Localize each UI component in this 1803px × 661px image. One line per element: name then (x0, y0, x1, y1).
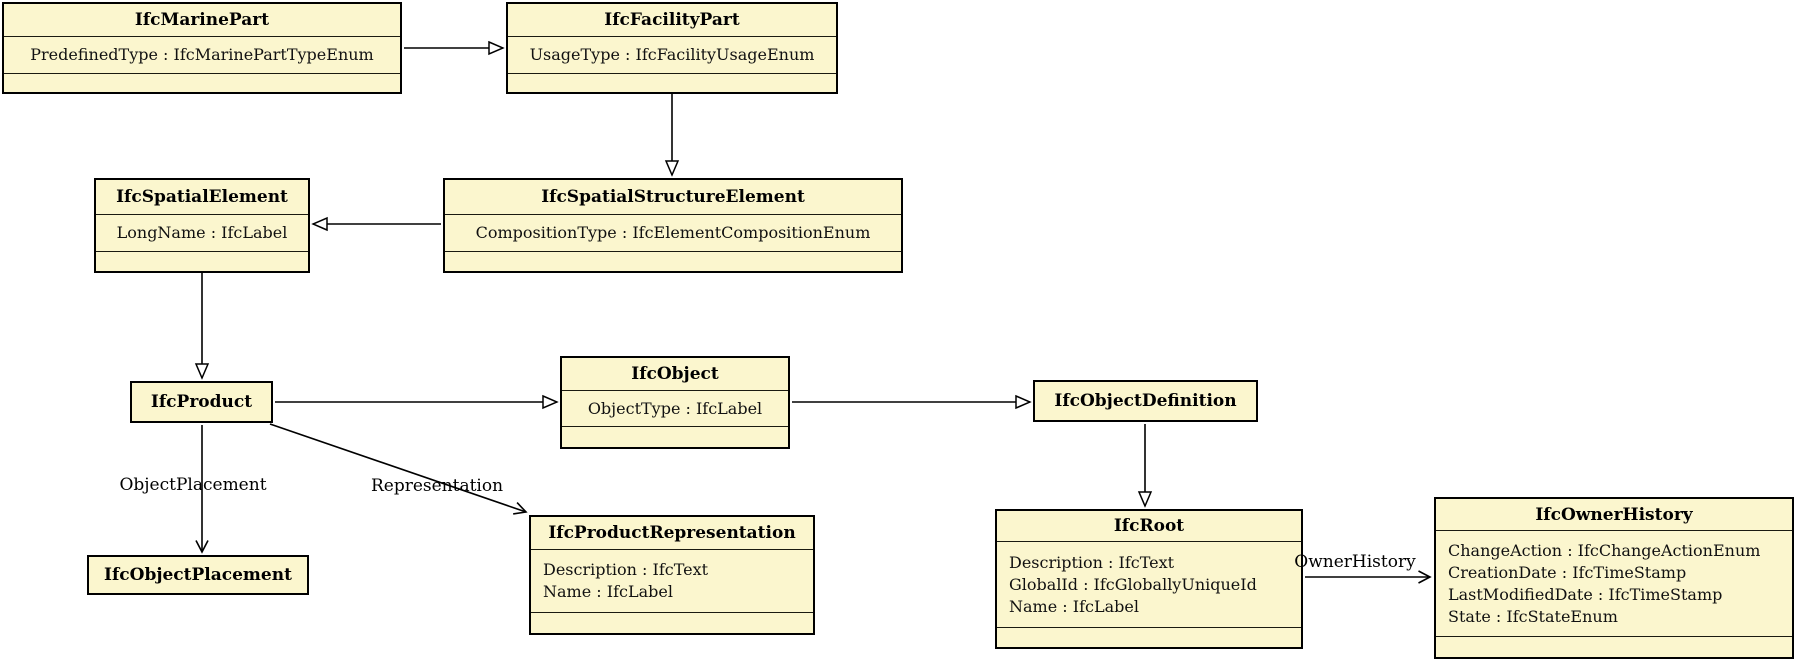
class-title: IfcOwnerHistory (1535, 504, 1693, 525)
class-title: IfcObjectDefinition (1054, 391, 1237, 411)
class-title: IfcFacilityPart (604, 10, 740, 30)
edge-label-representation: Representation (370, 476, 504, 496)
class-operations-compartment (96, 251, 308, 271)
edge-label-ownerhistory: OwnerHistory (1294, 552, 1416, 572)
class-operations-compartment (445, 251, 901, 271)
class-title: IfcMarinePart (134, 10, 270, 30)
class-ifcspatialelement: IfcSpatialElement LongName : IfcLabel (94, 178, 310, 273)
class-ifcspatialstructureelement: IfcSpatialStructureElement CompositionTy… (443, 178, 903, 273)
class-attribute: Name : IfcLabel (543, 582, 673, 601)
class-attribute: Description : IfcText (543, 560, 709, 579)
class-title: IfcObjectPlacement (104, 565, 292, 585)
edge-label-objectplacement: ObjectPlacement (119, 475, 267, 495)
class-ifcownerhistory: IfcOwnerHistory ChangeAction : IfcChange… (1434, 497, 1794, 659)
class-attributes: CompositionType : IfcElementCompositionE… (445, 214, 901, 251)
class-title: IfcObject (631, 364, 719, 384)
class-operations-compartment (4, 73, 400, 92)
class-operations-compartment (1436, 636, 1792, 657)
class-title: IfcSpatialElement (116, 187, 288, 207)
class-attribute: Name : IfcLabel (1009, 596, 1139, 616)
class-ifcroot: IfcRoot Description : IfcText GlobalId :… (995, 509, 1303, 649)
class-attribute: LastModifiedDate : IfcTimeStamp (1448, 584, 1723, 604)
class-ifcproductrepresentation: IfcProductRepresentation Description : I… (529, 515, 815, 635)
edge-association-product-productrepresentation (269, 423, 528, 515)
class-attributes: Description : IfcText GlobalId : IfcGlob… (997, 541, 1301, 627)
class-attributes: ChangeAction : IfcChangeActionEnum Creat… (1436, 530, 1792, 636)
class-operations-compartment (508, 73, 836, 92)
class-ifcmarinepart: IfcMarinePart PredefinedType : IfcMarine… (2, 2, 402, 94)
class-ifcobject: IfcObject ObjectType : IfcLabel (560, 356, 790, 449)
class-attribute: LongName : IfcLabel (116, 223, 288, 242)
class-attribute: State : IfcStateEnum (1448, 606, 1618, 626)
class-attribute: ChangeAction : IfcChangeActionEnum (1448, 540, 1761, 560)
class-ifcobjectdefinition: IfcObjectDefinition (1033, 380, 1258, 422)
class-operations-compartment (997, 627, 1301, 647)
class-attribute: ObjectType : IfcLabel (587, 398, 763, 418)
class-attribute: Description : IfcText (1009, 552, 1175, 572)
class-attributes: UsageType : IfcFacilityUsageEnum (508, 36, 836, 73)
class-attributes: ObjectType : IfcLabel (562, 390, 788, 426)
class-title: IfcSpatialStructureElement (541, 187, 805, 207)
class-operations-compartment (531, 612, 813, 633)
class-attributes: PredefinedType : IfcMarinePartTypeEnum (4, 36, 400, 73)
class-attribute: PredefinedType : IfcMarinePartTypeEnum (30, 45, 374, 64)
class-title: IfcProductRepresentation (548, 523, 796, 543)
class-attribute: CreationDate : IfcTimeStamp (1448, 562, 1687, 582)
class-attribute: UsageType : IfcFacilityUsageEnum (529, 45, 815, 64)
class-ifcfacilitypart: IfcFacilityPart UsageType : IfcFacilityU… (506, 2, 838, 94)
class-title: IfcProduct (150, 392, 253, 412)
class-attribute: CompositionType : IfcElementCompositionE… (475, 223, 871, 242)
class-ifcproduct: IfcProduct (130, 381, 273, 423)
class-attribute: GlobalId : IfcGloballyUniqueId (1009, 574, 1257, 594)
class-operations-compartment (562, 426, 788, 447)
class-ifcobjectplacement: IfcObjectPlacement (87, 555, 309, 595)
class-attributes: Description : IfcText Name : IfcLabel (531, 549, 813, 612)
class-attributes: LongName : IfcLabel (96, 214, 308, 251)
class-title: IfcRoot (1113, 516, 1185, 536)
